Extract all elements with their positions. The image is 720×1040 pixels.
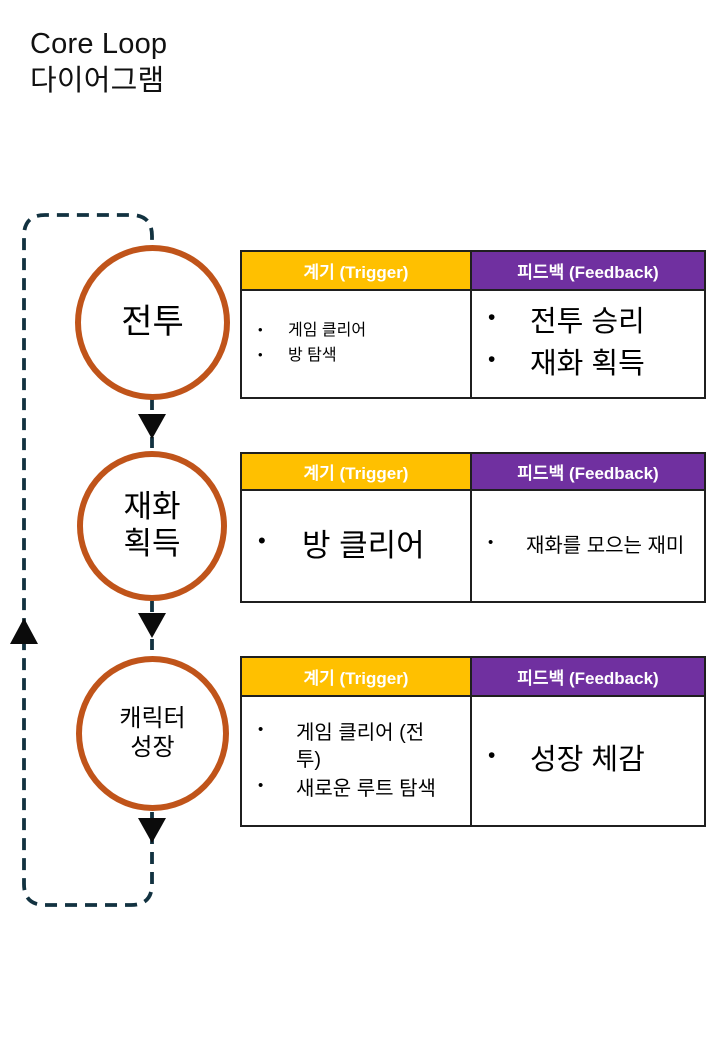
arrow-down-icon-2 bbox=[138, 613, 166, 638]
arrow-up-icon bbox=[10, 618, 38, 644]
table-2-body-row: 방 클리어 재화를 모으는 재미 bbox=[242, 491, 704, 601]
node-currency-label-line2: 획득 bbox=[123, 526, 181, 561]
bullet-icon bbox=[258, 346, 288, 362]
arrow-down-icon-1 bbox=[138, 414, 166, 439]
table-1-trigger-cell: 게임 클리어 방 탐색 bbox=[242, 291, 472, 397]
table-1-trigger-header-cell: 계기 (Trigger) bbox=[242, 252, 472, 291]
list-item: 방 클리어 bbox=[258, 526, 464, 566]
table-2-header-row: 계기 (Trigger) 피드백 (Feedback) bbox=[242, 454, 704, 491]
list-item: 전투 승리 bbox=[488, 304, 698, 342]
table-3-trigger-header-cell: 계기 (Trigger) bbox=[242, 658, 472, 697]
node-growth-label-line1: 캐릭터 bbox=[119, 705, 186, 733]
table-1-feedback-cell: 전투 승리 재화 획득 bbox=[472, 291, 704, 397]
bullet-icon bbox=[488, 346, 530, 372]
node-currency-label-line1: 재화 bbox=[123, 489, 181, 525]
growth-trigger-feedback-table: 계기 (Trigger) 피드백 (Feedback) 게임 클리어 (전투) … bbox=[240, 656, 706, 827]
table-1-feedback-header-cell: 피드백 (Feedback) bbox=[472, 252, 704, 291]
bullet-icon bbox=[488, 304, 530, 330]
list-item: 성장 체감 bbox=[488, 742, 698, 780]
table-1-body-row: 게임 클리어 방 탐색 전투 승리 재화 획득 bbox=[242, 291, 704, 397]
page-title-line2: 다이어그램 bbox=[30, 65, 165, 98]
table-2-trigger-cell: 방 클리어 bbox=[242, 491, 472, 601]
node-battle-label: 전투 bbox=[121, 303, 184, 342]
bullet-icon bbox=[258, 321, 288, 337]
page-title: Core Loop 다이어그램 bbox=[30, 26, 167, 100]
table-1-header-row: 계기 (Trigger) 피드백 (Feedback) bbox=[242, 252, 704, 291]
page-title-line1: Core Loop bbox=[30, 28, 168, 60]
table-3-feedback-cell: 성장 체감 bbox=[472, 697, 704, 825]
list-item: 게임 클리어 (전투) bbox=[258, 720, 464, 774]
table-2-feedback-header-cell: 피드백 (Feedback) bbox=[472, 454, 704, 491]
table-3-feedback-header-cell: 피드백 (Feedback) bbox=[472, 658, 704, 697]
table-2-trigger-header-cell: 계기 (Trigger) bbox=[242, 454, 472, 491]
battle-trigger-feedback-table: 계기 (Trigger) 피드백 (Feedback) 게임 클리어 방 탐색 bbox=[240, 250, 706, 399]
node-character-growth-circle: 캐릭터 성장 bbox=[76, 656, 229, 811]
bullet-icon bbox=[488, 742, 530, 768]
list-item: 방 탐색 bbox=[258, 346, 464, 367]
node-growth-label-line2: 성장 bbox=[130, 733, 175, 761]
list-item: 재화를 모으는 재미 bbox=[488, 533, 698, 559]
list-item: 새로운 루트 탐색 bbox=[258, 776, 464, 803]
loop-dashed-path bbox=[22, 213, 154, 907]
bullet-icon bbox=[258, 776, 296, 794]
table-2-feedback-cell: 재화를 모으는 재미 bbox=[472, 491, 704, 601]
table-3-body-row: 게임 클리어 (전투) 새로운 루트 탐색 성장 체감 bbox=[242, 697, 704, 825]
bullet-icon bbox=[488, 533, 526, 551]
bullet-icon bbox=[258, 526, 302, 554]
list-item: 재화 획득 bbox=[488, 346, 698, 384]
node-battle-circle: 전투 bbox=[75, 245, 230, 400]
bullet-icon bbox=[258, 720, 296, 738]
arrow-down-icon-3 bbox=[138, 818, 166, 843]
list-item: 게임 클리어 bbox=[258, 321, 464, 342]
node-currency-gain-circle: 재화 획득 bbox=[77, 451, 227, 601]
table-3-header-row: 계기 (Trigger) 피드백 (Feedback) bbox=[242, 658, 704, 697]
currency-trigger-feedback-table: 계기 (Trigger) 피드백 (Feedback) 방 클리어 재화를 모으… bbox=[240, 452, 706, 603]
table-3-trigger-cell: 게임 클리어 (전투) 새로운 루트 탐색 bbox=[242, 697, 472, 825]
